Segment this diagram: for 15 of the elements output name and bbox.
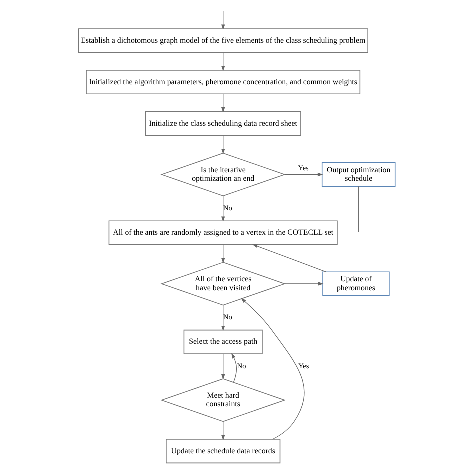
arrow bbox=[222, 354, 226, 380]
arrow bbox=[222, 196, 226, 222]
arrow bbox=[222, 421, 226, 440]
arrow bbox=[222, 11, 226, 30]
arrow bbox=[222, 135, 226, 154]
arrow bbox=[222, 94, 226, 113]
arrow bbox=[252, 244, 326, 272]
arrow bbox=[222, 305, 226, 332]
arrow bbox=[284, 282, 324, 286]
arrow bbox=[284, 172, 324, 177]
arrow bbox=[241, 298, 305, 440]
arrow bbox=[222, 244, 226, 264]
connector bbox=[358, 186, 360, 233]
arrow bbox=[232, 353, 238, 383]
arrow bbox=[222, 52, 226, 72]
